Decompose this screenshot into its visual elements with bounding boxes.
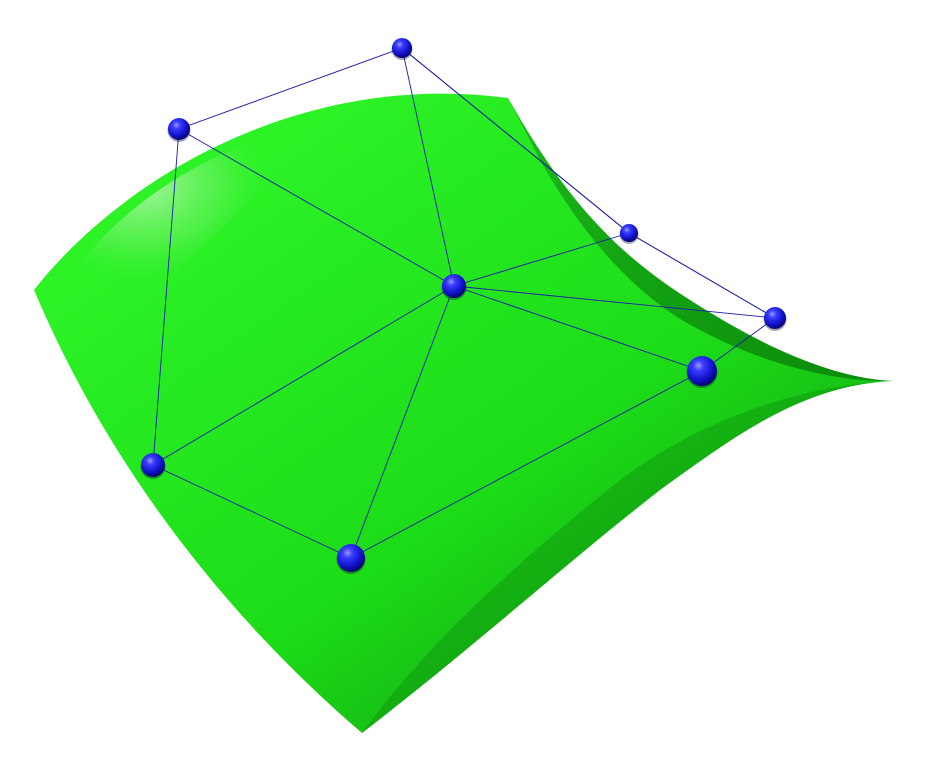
control-point[interactable] (686, 356, 718, 388)
control-points (140, 38, 787, 574)
control-point[interactable] (763, 307, 787, 331)
control-edge (350, 370, 703, 559)
control-point-sphere (337, 544, 365, 572)
control-edge (453, 285, 703, 372)
control-edge (152, 285, 455, 466)
control-edge (453, 232, 630, 287)
control-point[interactable] (391, 38, 413, 60)
surface-fold (508, 98, 893, 382)
control-point-sphere (442, 274, 466, 298)
control-edge (701, 317, 776, 372)
surface-main-sheet (34, 93, 893, 733)
control-edge (453, 285, 776, 319)
control-point-sphere (620, 224, 638, 242)
control-point[interactable] (441, 274, 467, 300)
control-point-sphere (687, 356, 717, 386)
surface-highlight (60, 120, 330, 330)
control-point-sphere (168, 118, 190, 140)
control-point-sphere (764, 307, 786, 329)
control-edge (350, 285, 455, 559)
control-point[interactable] (140, 453, 166, 479)
control-edge (401, 47, 455, 287)
control-point[interactable] (336, 544, 366, 574)
control-edge (152, 128, 180, 466)
control-edge (401, 47, 630, 234)
control-net-edges (152, 47, 776, 559)
control-point[interactable] (167, 118, 191, 142)
bezier-surface (34, 93, 893, 733)
control-edge (178, 128, 455, 287)
control-point-sphere (392, 38, 412, 58)
control-edge (628, 232, 776, 319)
control-edge (152, 464, 352, 559)
control-edge (178, 47, 403, 130)
control-point[interactable] (619, 224, 639, 244)
control-point-sphere (141, 453, 165, 477)
